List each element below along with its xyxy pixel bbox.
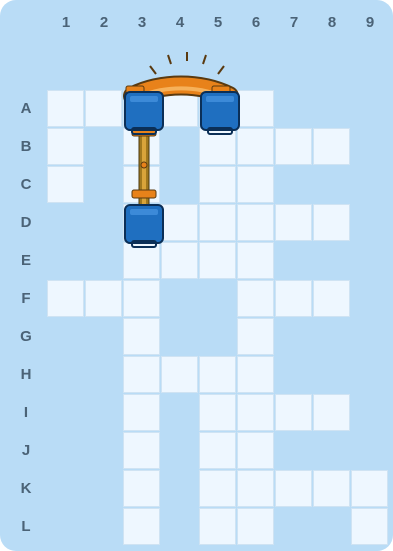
block-A5[interactable] <box>201 92 239 134</box>
rod-connector-icon[interactable] <box>132 118 156 214</box>
block-D3[interactable] <box>125 205 163 247</box>
block-A3[interactable] <box>125 92 163 134</box>
